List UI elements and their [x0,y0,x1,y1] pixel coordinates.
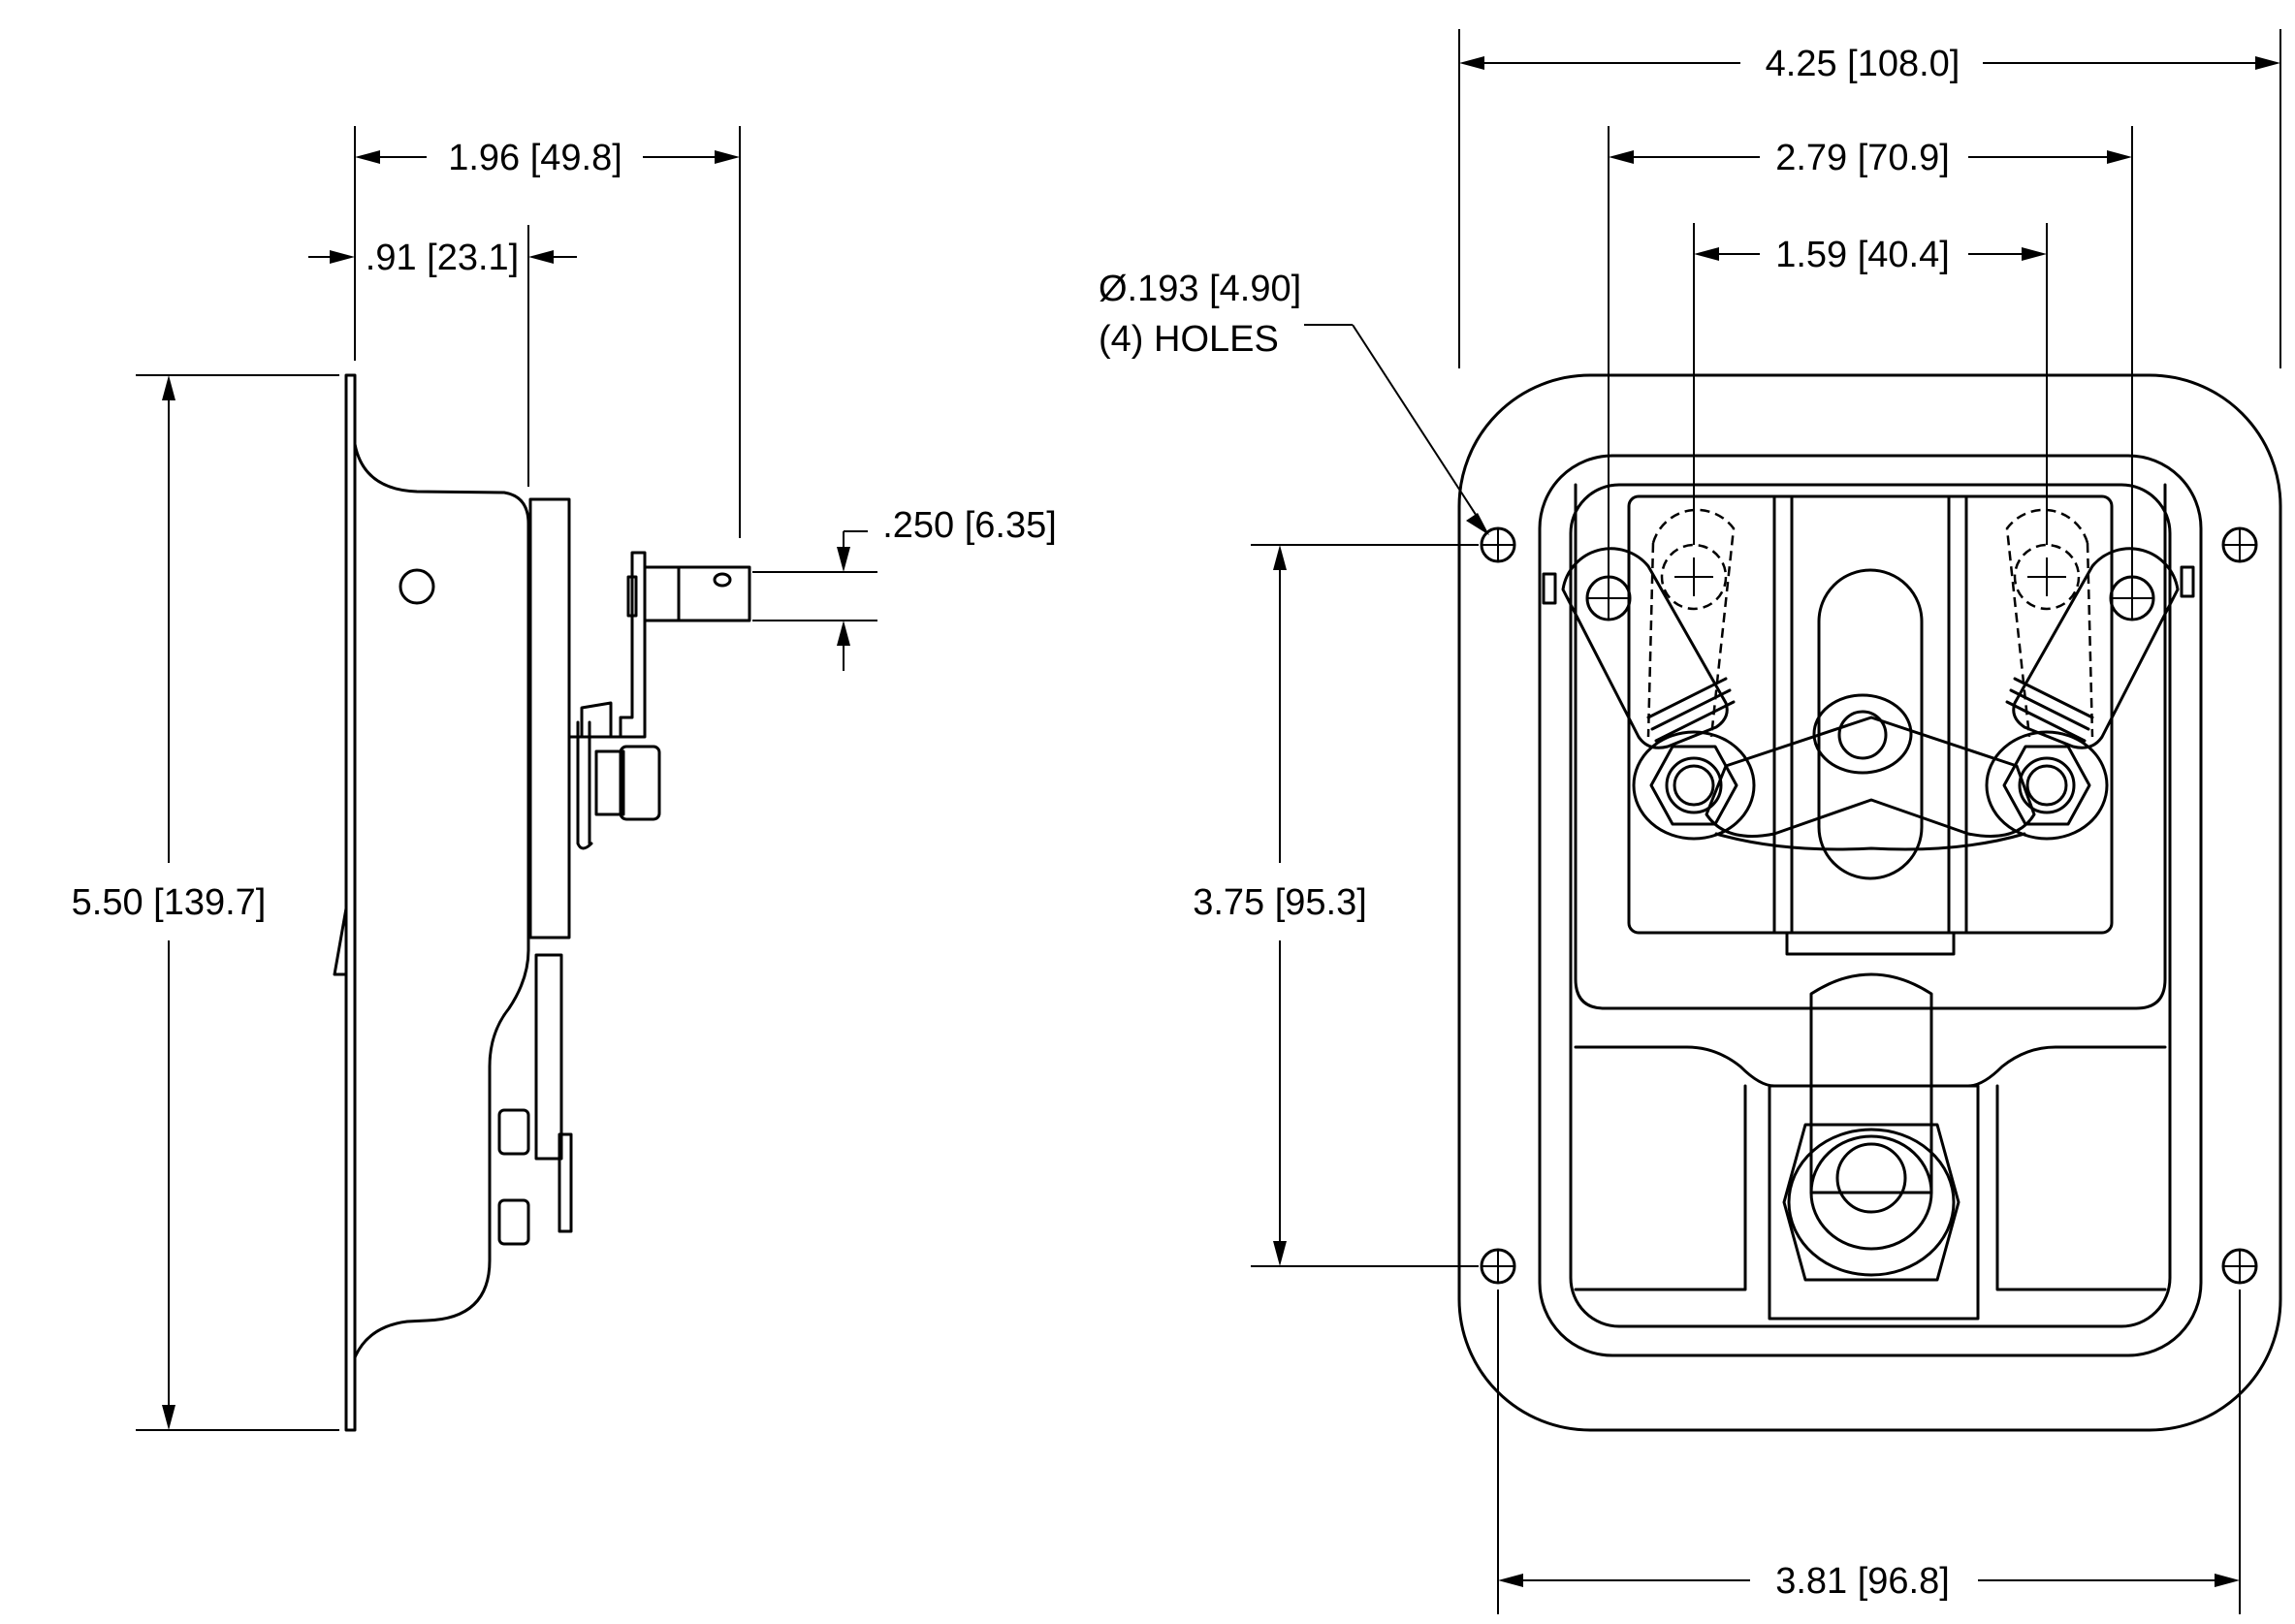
dim-hole-vertical-spacing: 3.75 [95.3] [1193,544,1479,1267]
side-nut [619,745,661,821]
side-shaft [643,565,751,622]
side-pan-hole [398,568,435,605]
front-bolt-left [1632,730,1756,841]
dim-label: 3.81 [96.8] [1775,1561,1950,1602]
side-flange-tab [333,907,348,976]
hole-callout: Ø.193 [4.90] (4) HOLES [1099,269,1489,535]
side-lower-plate [534,953,563,1161]
front-lever-right [2012,547,2180,749]
front-slot [1817,568,1924,880]
front-linkage [1705,716,2036,838]
front-center-pivot [1837,710,1888,760]
dim-hole-horizontal-spacing: 3.81 [96.8] [1497,1290,2241,1614]
dim-inner-pivot-spacing: 1.59 [40.4] [1693,223,2048,545]
front-bolt-right [1985,730,2109,841]
hole-callout-size: Ø.193 [4.90] [1099,269,1301,309]
mounting-hole-top-left [1480,526,1516,563]
front-handle [1809,972,1933,1194]
side-pan-body [353,442,530,1359]
dim-side-flange-to-tip: 1.96 [49.8] [354,126,741,538]
hole-callout-count: (4) HOLES [1099,319,1279,360]
front-outer-flange [1457,373,2282,1432]
side-view [333,373,751,1432]
dim-side-depth: .91 [23.1] [308,225,577,487]
dim-outer-pivot-spacing: 2.79 [70.9] [1608,126,2133,577]
front-mech-plate [1627,494,2114,935]
side-bolt-upper [497,1108,530,1156]
dim-overall-height: 5.50 [139.7] [72,374,339,1431]
side-flange-plate [344,373,357,1432]
front-hex-nut [1782,1123,1960,1282]
front-lever-left [1561,547,1729,749]
dim-label: .91 [23.1] [366,238,519,278]
dim-label: 1.59 [40.4] [1775,235,1950,275]
dim-label: 4.25 [108.0] [1766,44,1960,84]
dim-label: 5.50 [139.7] [72,882,267,923]
front-pan-inner [1569,483,2172,1328]
dim-label: 3.75 [95.3] [1193,882,1367,923]
dim-shaft-thickness: .250 [6.35] [752,505,1057,671]
mounting-hole-bottom-left [1480,1248,1516,1285]
front-pan-outer [1538,454,2203,1357]
dim-overall-width: 4.25 [108.0] [1458,29,2281,368]
dim-label: 1.96 [49.8] [448,138,622,178]
dim-label: .250 [6.35] [882,505,1057,546]
front-view [1457,373,2282,1432]
side-spring [576,701,613,850]
mounting-hole-top-right [2221,526,2258,563]
dim-label: 2.79 [70.9] [1775,138,1950,178]
side-mounting-plate [528,497,571,939]
side-cam-arm [619,551,647,739]
side-bolt-lower [497,1198,530,1246]
mounting-hole-bottom-right [2221,1248,2258,1285]
front-handle-hole [1835,1142,1907,1214]
